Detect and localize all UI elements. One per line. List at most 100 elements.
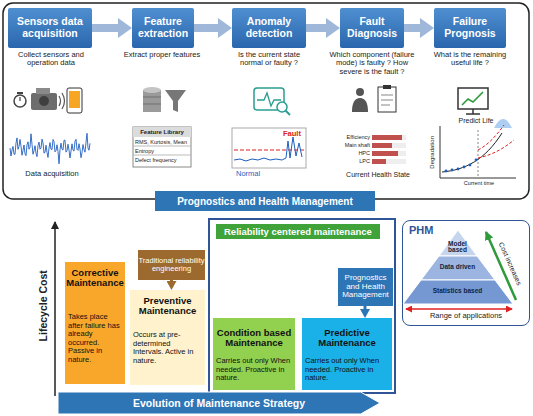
strategy-box: Predictive MaintenanceCarries out only W… — [302, 318, 392, 390]
annotation: Defect frequency — [135, 157, 191, 163]
node-heading: Fault Diagnosis — [342, 16, 402, 39]
diagnosis-icon — [352, 85, 396, 112]
annotation: Lifecycle Cost — [38, 266, 50, 346]
node-body: Occurs at pre-determined Intervals. Acti… — [130, 331, 205, 366]
diagnosis-icon — [383, 85, 391, 89]
annotation: Efficiency — [328, 134, 370, 140]
title-banner: Prognostics and Health Management — [155, 191, 375, 211]
callout-box: Traditional reliability engineering — [138, 250, 205, 280]
diagnosis-icon — [378, 87, 396, 112]
sensor-icon — [17, 92, 23, 94]
database-icon — [143, 104, 161, 105]
strategy-box: Condition based MaintenanceCarries out o… — [213, 318, 295, 390]
feature-table — [133, 127, 191, 167]
callout-box: Prognostics and Health Management — [338, 268, 393, 306]
flow-arrow — [194, 24, 232, 32]
arrow-band: Evolution of Maintenance Strategy — [58, 392, 380, 414]
life-plot — [440, 126, 516, 178]
monitor-icon — [286, 111, 291, 116]
group-box: Reliability centered maintenancePrognost… — [208, 218, 396, 394]
annotation: Normal — [236, 170, 276, 178]
life-plot — [440, 119, 516, 178]
health-bars — [372, 151, 398, 156]
diagnosis-icon — [381, 105, 390, 106]
sensor-icon — [19, 97, 20, 101]
flow-arrow — [306, 24, 340, 32]
node-body: Carries out only When needed. Proactive … — [302, 357, 392, 383]
step-box: Fault Diagnosis — [340, 8, 404, 48]
life-plot — [463, 166, 466, 169]
node-heading: Corrective Maintenance — [65, 268, 125, 289]
life-plot — [478, 130, 479, 178]
prognosis-icon — [462, 92, 483, 105]
step-box: Anomaly detection — [232, 8, 306, 48]
sensor-icon — [31, 93, 57, 110]
node-heading: Statistics based — [433, 288, 483, 295]
life-plot — [478, 125, 504, 150]
sensor-icon — [39, 96, 49, 106]
node-heading: Sensors data acquisition — [10, 16, 90, 39]
database-icon — [143, 87, 186, 112]
health-bars — [372, 151, 406, 156]
annotation: Fault — [283, 130, 307, 138]
feature-table — [133, 155, 191, 156]
health-bars — [372, 135, 406, 164]
life-plot — [451, 169, 454, 172]
node-heading: Preventive Maintenance — [130, 296, 205, 317]
prognosis-icon — [458, 88, 488, 114]
frame — [3, 3, 529, 199]
annotation: Which component (failure mode) is faulty… — [324, 51, 420, 76]
step-box: Failure Prognosis — [434, 8, 506, 48]
node-heading: Prognostics and Health Management — [338, 274, 393, 300]
annotation: Data acquisition — [12, 170, 92, 178]
range-arrow — [406, 308, 512, 310]
anomaly-plot — [232, 128, 306, 168]
annotation: RMS, Kurtosis, Mean — [135, 139, 191, 145]
life-plot — [442, 133, 502, 172]
annotation: Range of applications — [402, 312, 530, 320]
shape-fill — [421, 256, 495, 280]
annotation: Is the current state normal or faulty ? — [226, 51, 312, 68]
life-plot — [445, 170, 448, 173]
anomaly-plot — [234, 149, 304, 150]
monitor-icon — [254, 88, 290, 115]
node-heading: Predictive Maintenance — [302, 328, 392, 349]
health-bars — [372, 159, 386, 164]
annotation: Main shaft — [328, 142, 370, 148]
life-plot — [469, 164, 472, 167]
pyramid-tier: Data driven — [421, 256, 495, 280]
health-bars — [372, 135, 406, 140]
shape-fill — [439, 230, 477, 256]
life-plot — [457, 168, 460, 171]
strategy-box: Corrective MaintenanceTakes place after … — [65, 262, 125, 384]
sensor-icon — [69, 91, 80, 108]
annotation: What is the remaining useful life ? — [428, 51, 512, 68]
node-heading: Model based — [439, 241, 477, 254]
database-icon — [143, 90, 161, 112]
health-bars — [372, 135, 402, 140]
life-plot — [494, 119, 512, 128]
annotation: Degradation — [429, 127, 436, 177]
health-bars — [372, 159, 406, 164]
annotation: Collect sensors and operation data — [6, 51, 96, 68]
node-heading: Traditional reliability engineering — [138, 257, 205, 274]
annotation: LPC — [328, 158, 370, 164]
database-icon — [165, 90, 186, 112]
node-heading: Prognostics and Health Management — [177, 196, 353, 207]
anomaly-plot — [234, 137, 302, 161]
shape-fill — [403, 280, 513, 304]
node-heading: Evolution of Maintenance Strategy — [133, 397, 305, 409]
node-body: Takes place after failure has already oc… — [65, 313, 125, 365]
database-icon — [143, 87, 161, 93]
sensor-icon — [14, 95, 26, 107]
life-plot — [475, 159, 478, 162]
annotation: HPC — [328, 150, 370, 156]
signal-waveform — [10, 133, 90, 163]
database-icon — [143, 97, 161, 98]
node-heading: Data driven — [440, 264, 475, 271]
step-box: Feature extraction — [132, 8, 194, 48]
diagnosis-icon — [352, 98, 368, 112]
sensor-icon — [62, 93, 65, 109]
node-heading: PHM — [409, 224, 433, 236]
